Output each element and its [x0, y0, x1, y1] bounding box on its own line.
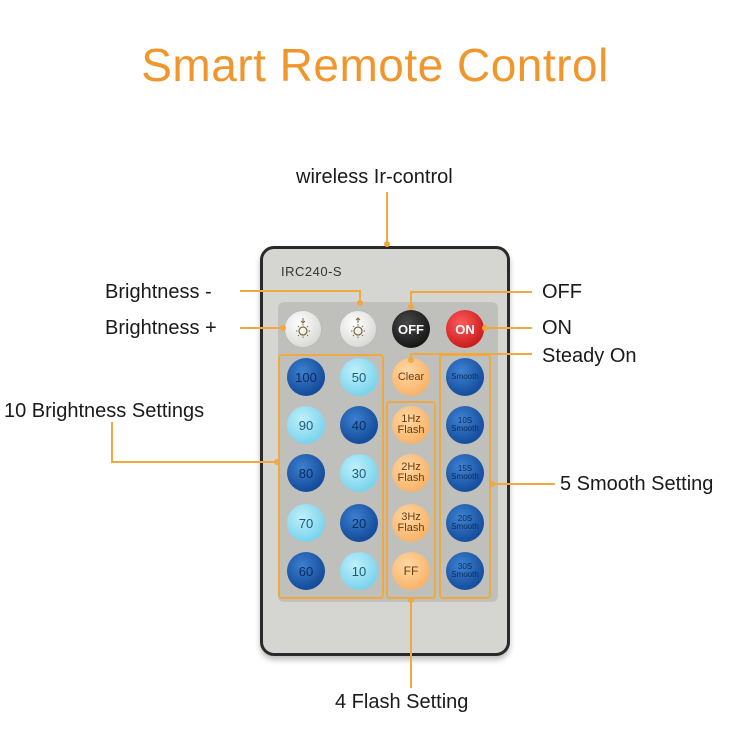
smooth-button[interactable]: Smooth	[446, 358, 484, 396]
smooth-30s-button[interactable]: 30S Smooth	[446, 552, 484, 590]
brightness-plus-button[interactable]	[339, 310, 377, 348]
brightness-60-button[interactable]: 60	[287, 552, 325, 590]
smooth-setting-label: 5 Smooth Setting	[560, 473, 714, 495]
on-button[interactable]: ON	[446, 310, 484, 348]
smooth-10s-button[interactable]: 10S Smooth	[446, 406, 484, 444]
brightness-plus-label: Brightness +	[105, 317, 217, 339]
smooth-20s-button[interactable]: 20S Smooth	[446, 504, 484, 542]
steady-on-label: Steady On	[542, 345, 637, 367]
sun-down-arrow-icon	[296, 318, 310, 338]
brightness-settings-label: 10 Brightness Settings	[4, 400, 205, 422]
brightness-80-button[interactable]: 80	[287, 454, 325, 492]
on-label: ON	[542, 317, 572, 339]
brightness-10-button[interactable]: 10	[340, 552, 378, 590]
brightness-100-button[interactable]: 100	[287, 358, 325, 396]
brightness-30-button[interactable]: 30	[340, 454, 378, 492]
off-button[interactable]: OFF	[392, 310, 430, 348]
brightness-40-button[interactable]: 40	[340, 406, 378, 444]
page-title: Smart Remote Control	[141, 39, 609, 91]
clear-button[interactable]: Clear	[392, 358, 430, 396]
brightness-minus-button[interactable]	[284, 310, 322, 348]
model-label: IRC240-S	[281, 264, 343, 279]
off-label: OFF	[542, 281, 582, 303]
sun-up-arrow-icon	[351, 317, 365, 338]
flash-setting-label: 4 Flash Setting	[335, 691, 469, 713]
wireless-label: wireless Ir-control	[296, 166, 453, 188]
brightness-50-button[interactable]: 50	[340, 358, 378, 396]
brightness-90-button[interactable]: 90	[287, 406, 325, 444]
flash-1hz-button[interactable]: 1Hz Flash	[392, 406, 430, 444]
brightness-70-button[interactable]: 70	[287, 504, 325, 542]
brightness-20-button[interactable]: 20	[340, 504, 378, 542]
smooth-15s-button[interactable]: 15S Smooth	[446, 454, 484, 492]
ff-button[interactable]: FF	[392, 552, 430, 590]
flash-3hz-button[interactable]: 3Hz Flash	[392, 504, 430, 542]
brightness-minus-label: Brightness -	[105, 281, 212, 303]
flash-2hz-button[interactable]: 2Hz Flash	[392, 454, 430, 492]
